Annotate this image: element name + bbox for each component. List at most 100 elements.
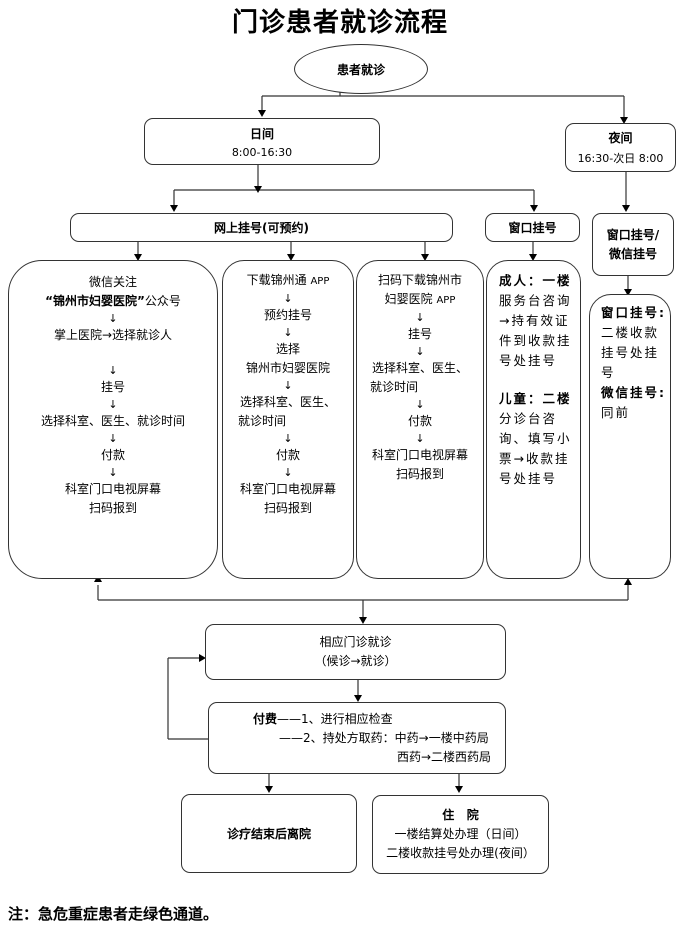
arrowhead: [421, 254, 429, 261]
app-line1-app: APP: [310, 276, 330, 287]
scan-step1: 挂号: [407, 327, 432, 341]
night-window-line: 挂号处挂: [601, 345, 660, 360]
payment-line3: 西药→二楼西药局: [396, 750, 491, 764]
page-title: 门诊患者就诊流程: [231, 8, 448, 38]
window-child-section: 儿童：二楼 分诊台咨 询、填写小 票→收款挂 号处挂号: [499, 389, 580, 489]
window-registration-label: 窗口挂号: [508, 221, 557, 235]
down-arrow-icon: ↓: [108, 398, 118, 411]
down-arrow-icon: ↓: [108, 466, 118, 479]
app-step5a: 科室门口电视屏幕: [239, 482, 336, 496]
arrowhead: [254, 186, 262, 193]
scan-line1a: 扫码下载锦州市: [377, 273, 462, 287]
down-arrow-icon: ↓: [108, 364, 118, 377]
quote-open: “: [45, 294, 53, 308]
down-arrow-icon: ↓: [283, 432, 293, 445]
app-step2b: 锦州市妇婴医院: [245, 361, 330, 375]
arrowhead: [170, 205, 178, 212]
inpatient-line2: 二楼收款挂号处办理(夜间）: [386, 846, 535, 860]
wechat-account-line: “锦州市妇婴医院”公众号: [45, 292, 181, 311]
arrowhead: [624, 578, 632, 585]
arrowhead: [258, 110, 266, 117]
child-label: 儿童：二楼: [499, 391, 572, 406]
night-window-line: 二楼收款: [601, 325, 660, 340]
online-registration-node: 网上挂号(可预约): [70, 213, 453, 242]
night-hours: 16:30-次日 8:00: [577, 152, 664, 165]
app-flow-node: 下载锦州通 APP ↓ 预约挂号 ↓ 选择 锦州市妇婴医院 ↓ 选择科室、医生、…: [222, 260, 354, 579]
start-node: 患者就诊: [294, 44, 428, 94]
child-text-line: 分诊台咨: [499, 411, 558, 426]
scan-step3: 付款: [407, 414, 432, 428]
night-wechat-text: 同前: [601, 405, 631, 420]
arrowhead: [622, 205, 630, 212]
window-adult-section: 成人：一楼 服务台咨询 →持有效证 件到收款挂 号处挂号: [499, 271, 580, 371]
scan-step2b: 就诊时间: [370, 380, 419, 394]
arrowhead: [455, 786, 463, 793]
night-registration-node: 窗口挂号/ 微信挂号: [592, 213, 674, 276]
app-line1: 下载锦州通 APP: [247, 271, 330, 291]
consult-line1: 相应门诊就诊: [319, 635, 392, 649]
day-label: 日间: [249, 126, 274, 141]
footnote: 注：急危重症患者走绿色通道。: [8, 905, 219, 923]
night-registration-line2: 微信挂号: [608, 246, 657, 261]
app-step1: 预约挂号: [263, 308, 312, 322]
night-registration-line1: 窗口挂号/: [606, 227, 660, 242]
child-text-line: 号处挂号: [499, 471, 558, 486]
window-registration-node: 窗口挂号: [485, 213, 580, 242]
payment-line1: 付费——1、进行相应检查: [209, 710, 505, 729]
app-step5b: 扫码报到: [263, 501, 312, 515]
wechat-step2: 挂号: [100, 380, 125, 394]
down-arrow-icon: ↓: [415, 432, 425, 445]
quote-close: ”: [137, 294, 145, 308]
window-flow-node: 成人：一楼 服务台咨询 →持有效证 件到收款挂 号处挂号 儿童：二楼 分诊台咨 …: [486, 260, 581, 579]
arrowhead: [354, 695, 362, 702]
app-line1-text: 下载锦州通: [246, 273, 311, 287]
wechat-step5b: 扫码报到: [88, 501, 137, 515]
down-arrow-icon: ↓: [283, 326, 293, 339]
discharge-node: 诊疗结束后离院: [181, 794, 357, 873]
wechat-flow-node: 微信关注 “锦州市妇婴医院”公众号 ↓ 掌上医院→选择就诊人 ↓ 挂号 ↓ 选择…: [8, 260, 218, 579]
app-step3b: 就诊时间: [238, 414, 287, 428]
scan-line1c: APP: [436, 295, 456, 306]
down-arrow-icon: ↓: [283, 379, 293, 392]
inpatient-node: 住 院 一楼结算处办理（日间） 二楼收款挂号处办理(夜间）: [372, 795, 549, 874]
night-window-line: 号: [601, 365, 616, 380]
app-step3a: 选择科室、医生、: [239, 395, 336, 409]
inpatient-line1: 一楼结算处办理（日间）: [394, 827, 527, 841]
night-label: 夜间: [608, 131, 633, 145]
adult-text-line: 号处挂号: [499, 353, 558, 368]
day-node: 日间 8:00-16:30: [144, 118, 380, 165]
adult-text-line: 服务台咨询: [499, 293, 572, 308]
discharge-label: 诊疗结束后离院: [226, 827, 311, 841]
arrowhead: [134, 254, 142, 261]
payment-line2: ——2、持处方取药：中药→一楼中药局: [279, 731, 489, 745]
night-node: 夜间 16:30-次日 8:00: [565, 123, 676, 172]
night-window-section: 窗口挂号: 二楼收款 挂号处挂 号 微信挂号: 同前: [601, 303, 670, 423]
wechat-step5a: 科室门口电视屏幕: [64, 482, 161, 496]
consultation-node: 相应门诊就诊 （候诊→就诊）: [205, 624, 506, 680]
child-text-line: 票→收款挂: [499, 451, 570, 466]
online-registration-label: 网上挂号(可预约): [214, 221, 309, 235]
day-hours: 8:00-16:30: [231, 145, 293, 159]
arrowhead: [287, 254, 295, 261]
payment-node: 付费——1、进行相应检查 ——2、持处方取药：中药→一楼中药局 西药→二楼西药局: [208, 702, 506, 774]
arrowhead: [359, 617, 367, 624]
scan-step2a: 选择科室、医生、: [371, 361, 468, 375]
payment-line1-text: ——1、进行相应检查: [277, 712, 393, 726]
night-flow-node: 窗口挂号: 二楼收款 挂号处挂 号 微信挂号: 同前: [589, 294, 671, 579]
night-window-label: 窗口挂号:: [601, 305, 666, 320]
account-label: 公众号: [144, 294, 181, 308]
down-arrow-icon: ↓: [283, 466, 293, 479]
down-arrow-icon: ↓: [415, 398, 425, 411]
child-text-line: 询、填写小: [499, 431, 572, 446]
night-wechat-label: 微信挂号:: [601, 385, 666, 400]
wechat-step4: 付款: [100, 448, 125, 462]
scan-flow-node: 扫码下载锦州市 妇婴医院 APP ↓ 挂号 ↓ 选择科室、医生、 就诊时间 ↓ …: [356, 260, 484, 579]
arrowhead: [624, 289, 632, 296]
start-label: 患者就诊: [336, 62, 385, 77]
payment-label: 付费: [253, 712, 278, 726]
arrowhead: [199, 654, 206, 662]
arrowhead: [620, 117, 628, 124]
arrowhead: [529, 254, 537, 261]
arrowhead: [265, 786, 273, 793]
